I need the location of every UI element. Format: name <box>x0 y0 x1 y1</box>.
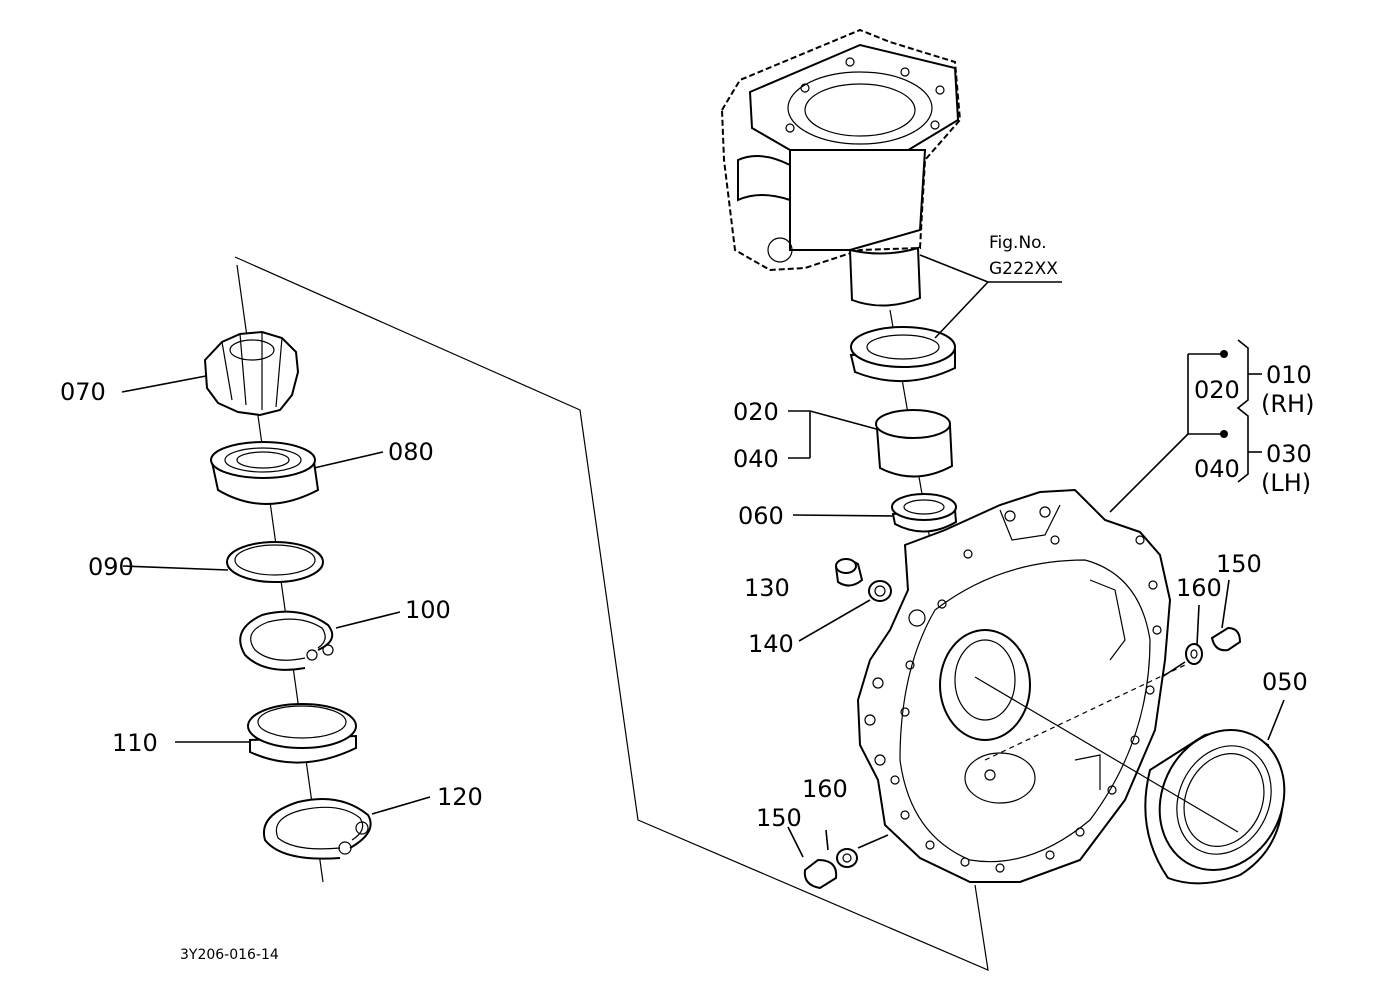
callout-120: 120 <box>437 783 483 811</box>
axle-housing-ref <box>720 28 962 307</box>
callout-020: 020 <box>733 398 779 426</box>
callout-080: 080 <box>388 438 434 466</box>
plug-washer <box>868 580 892 602</box>
ref-fig-line1: Fig.No. <box>989 233 1047 253</box>
ball-bearing <box>210 441 320 505</box>
legend-bracket <box>1109 339 1262 513</box>
callout-060: 060 <box>738 502 784 530</box>
housing-bearing <box>849 326 956 383</box>
legend-sub-020: 020 <box>1194 376 1240 404</box>
left-leaders <box>121 375 431 815</box>
bolt-lower <box>803 858 838 890</box>
right-upper-leaders <box>788 410 894 642</box>
figure-code: 3Y206-016-14 <box>180 947 279 963</box>
bolt-right <box>1210 626 1242 652</box>
right-lower-leaders <box>787 579 1285 858</box>
callout-090: 090 <box>88 553 134 581</box>
collar-sleeve <box>247 703 357 764</box>
plug-bolt <box>834 558 864 587</box>
callout-070: 070 <box>60 378 106 406</box>
washer-lower <box>836 848 858 868</box>
bushing <box>875 409 954 478</box>
circlip <box>262 798 372 860</box>
oil-seal-small <box>891 493 958 533</box>
callout-100: 100 <box>405 596 451 624</box>
legend-sub-040: 040 <box>1194 455 1240 483</box>
callout-040: 040 <box>733 445 779 473</box>
assembly-frame-lines <box>234 256 989 971</box>
gear-case <box>856 488 1172 883</box>
legend-lh-code: 030 <box>1266 440 1312 468</box>
callout-130: 130 <box>744 574 790 602</box>
legend-lh-label: (LH) <box>1261 469 1311 497</box>
callout-050: 050 <box>1262 668 1308 696</box>
callout-140: 140 <box>748 630 794 658</box>
washer-right <box>1185 643 1203 665</box>
legend-rh-label: (RH) <box>1261 390 1314 418</box>
callout-160-lower: 160 <box>802 775 848 803</box>
callout-150-lower: 150 <box>756 804 802 832</box>
internal-circlip <box>239 610 334 671</box>
legend-rh-code: 010 <box>1266 361 1312 389</box>
callout-150-right: 150 <box>1216 550 1262 578</box>
shim-ring <box>226 541 324 583</box>
callout-160-right: 160 <box>1176 574 1222 602</box>
oil-seal-large <box>1144 728 1286 885</box>
ref-fig-line2: G222XX <box>989 259 1058 279</box>
bevel-pinion-gear <box>203 330 300 417</box>
ref-fig-leader <box>919 254 1062 339</box>
callout-110: 110 <box>112 729 158 757</box>
